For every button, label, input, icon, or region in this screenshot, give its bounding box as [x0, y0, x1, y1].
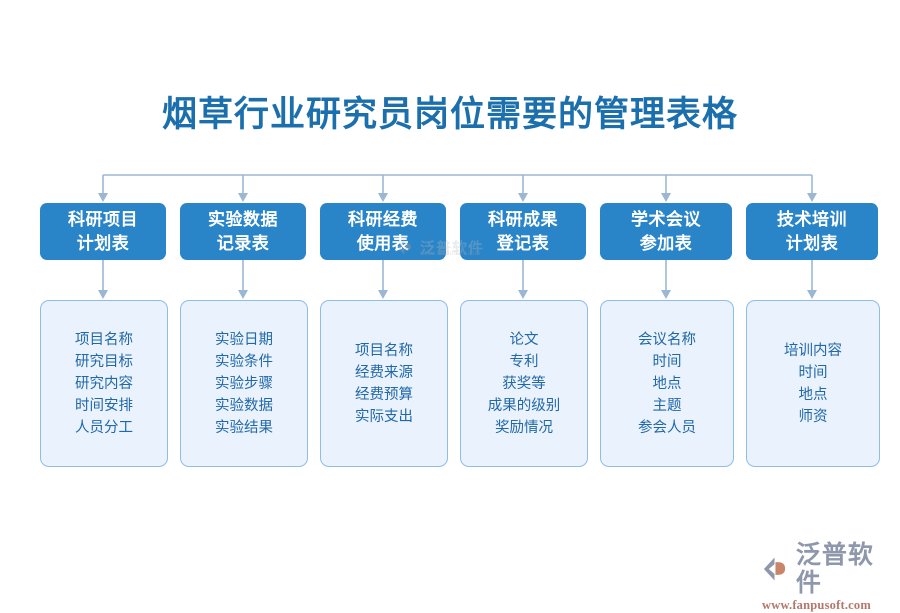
header-line-1: 科研经费 — [348, 209, 418, 229]
header-box-3[interactable]: 科研经费 使用表 — [320, 203, 446, 260]
content-line: 实验步骤 — [215, 375, 273, 392]
content-line: 实验日期 — [215, 331, 273, 348]
content-box-4: 论文专利获奖等成果的级别奖励情况 — [460, 300, 588, 467]
content-line: 研究目标 — [75, 353, 133, 370]
content-box-5: 会议名称时间地点主题参会人员 — [600, 300, 734, 467]
content-line: 实验结果 — [215, 419, 273, 436]
header-line-1: 技术培训 — [777, 209, 847, 229]
content-line: 时间安排 — [75, 397, 133, 414]
content-line: 经费预算 — [355, 386, 413, 403]
content-line: 论文 — [509, 331, 539, 348]
content-box-3: 项目名称经费来源经费预算实际支出 — [320, 300, 448, 467]
content-line: 时间 — [652, 353, 682, 370]
header-line-2: 记录表 — [216, 233, 270, 253]
content-line: 项目名称 — [75, 331, 133, 348]
header-line-2: 参加表 — [639, 233, 693, 253]
content-line: 专利 — [509, 353, 539, 370]
content-line: 地点 — [798, 386, 828, 403]
content-line: 时间 — [798, 364, 828, 381]
content-box-6: 培训内容时间地点师资 — [746, 300, 880, 467]
content-line: 获奖等 — [502, 375, 546, 392]
diagram-canvas: 烟草行业研究员岗位需要的管理表格 — [40, 95, 896, 612]
header-line-1: 科研成果 — [488, 209, 558, 229]
header-line-1: 学术会议 — [631, 209, 701, 229]
content-line: 经费来源 — [355, 364, 413, 381]
header-line-2: 计划表 — [785, 233, 839, 253]
content-line: 实验数据 — [215, 397, 273, 414]
content-line: 研究内容 — [75, 375, 133, 392]
header-box-5[interactable]: 学术会议 参加表 — [600, 203, 732, 260]
logo-brand: 泛普软件 — [795, 541, 874, 597]
content-box-1: 项目名称研究目标研究内容时间安排人员分工 — [40, 300, 168, 467]
header-line-2: 登记表 — [496, 233, 550, 253]
page-title: 烟草行业研究员岗位需要的管理表格 — [161, 95, 738, 134]
content-line: 主题 — [652, 397, 682, 414]
content-line: 地点 — [652, 375, 682, 392]
header-line-2: 使用表 — [356, 233, 410, 253]
content-line: 参会人员 — [638, 419, 696, 436]
fanpu-logo-icon — [763, 557, 786, 581]
content-line: 师资 — [798, 408, 828, 425]
header-line-1: 实验数据 — [208, 209, 278, 229]
content-line: 项目名称 — [355, 342, 413, 359]
header-box-1[interactable]: 科研项目 计划表 — [40, 203, 166, 260]
content-line: 人员分工 — [75, 419, 133, 436]
content-line: 奖励情况 — [495, 419, 553, 436]
header-line-1: 科研项目 — [68, 209, 138, 229]
content-box-2: 实验日期实验条件实验步骤实验数据实验结果 — [180, 300, 308, 467]
logo-url: www.fanpusoft.com — [762, 598, 871, 612]
header-box-4[interactable]: 科研成果 登记表 — [460, 203, 586, 260]
content-line: 培训内容 — [784, 342, 842, 359]
content-line: 实验条件 — [215, 353, 273, 370]
fanpu-logo: 泛普软件 www.fanpusoft.com — [762, 541, 896, 612]
content-line: 实际支出 — [355, 408, 413, 425]
content-line: 会议名称 — [638, 331, 696, 348]
header-line-2: 计划表 — [76, 233, 130, 253]
header-box-6[interactable]: 技术培训 计划表 — [746, 203, 878, 260]
header-box-2[interactable]: 实验数据 记录表 — [180, 203, 306, 260]
content-line: 成果的级别 — [487, 397, 561, 414]
